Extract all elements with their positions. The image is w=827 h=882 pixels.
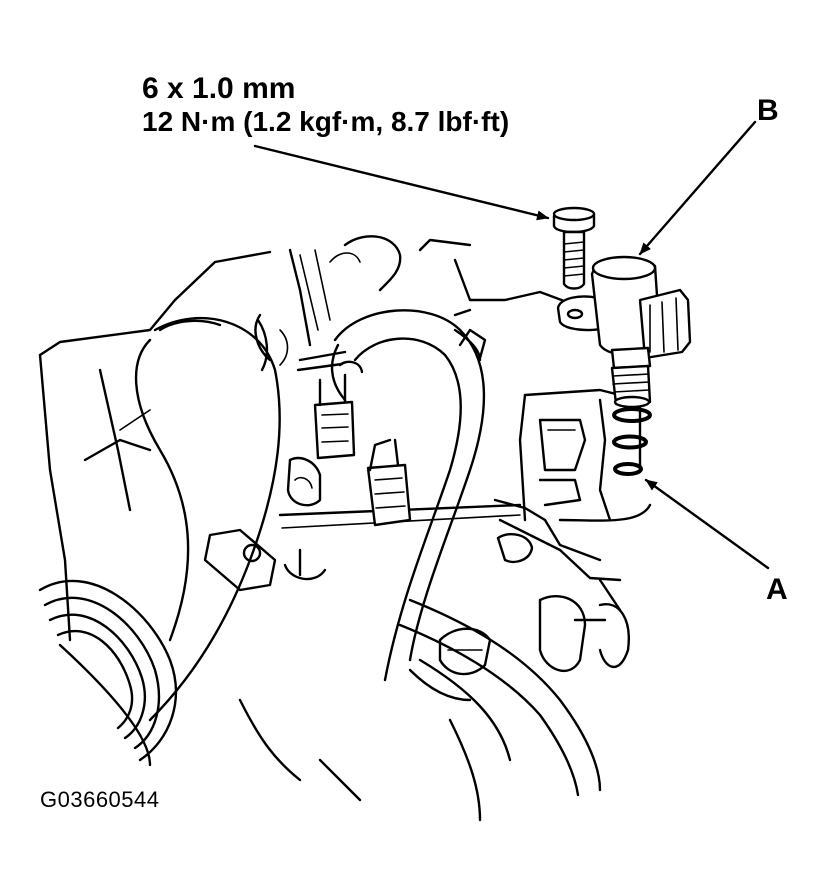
center-hose (254, 309, 486, 682)
bolt-size-label: 6 x 1.0 mm (142, 72, 296, 105)
callout-b-label: B (757, 94, 779, 127)
wire-connectors (296, 308, 534, 564)
label-a-leader-arrow (644, 478, 770, 570)
intake-duct (38, 316, 281, 767)
bolt-leader-arrow (253, 144, 550, 221)
lower-pipes (238, 578, 630, 822)
solenoid-valve (556, 255, 692, 409)
o-rings (612, 407, 652, 476)
callout-a-label: A (766, 573, 788, 606)
label-b-leader-arrow (638, 120, 757, 256)
bolt-torque-label: 12 N·m (1.2 kgf·m, 8.7 lbf·ft) (142, 106, 510, 137)
figure-code: G03660544 (40, 787, 160, 812)
flange-bolt (552, 206, 596, 290)
